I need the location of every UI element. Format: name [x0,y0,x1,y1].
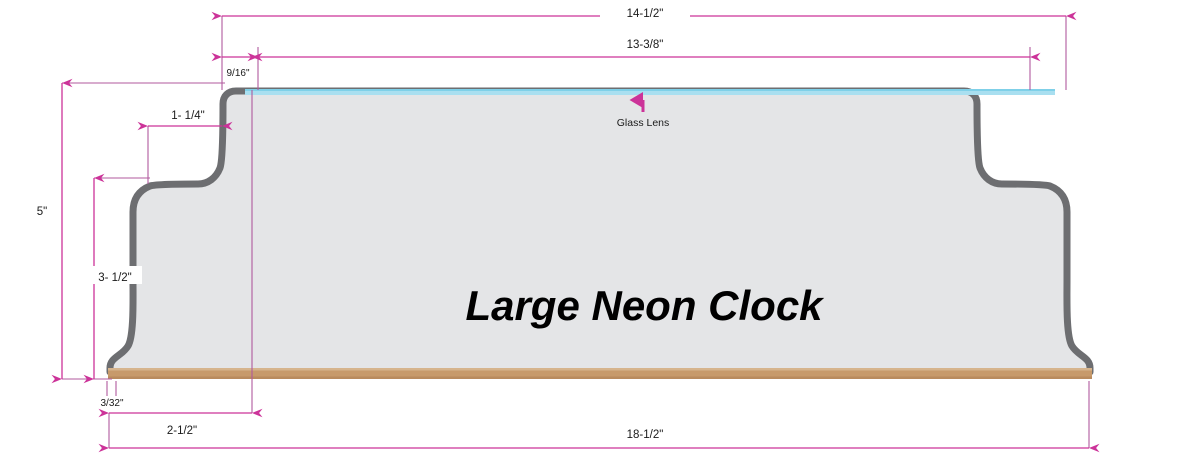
glass-lens-highlight [245,89,1055,91]
dim-label-185: 18-1/2" [627,429,664,441]
dim-label-bg-13 [602,35,688,52]
dim-label-bg-14 [600,4,690,21]
dimension-base-thickness: 3/32" [100,381,124,409]
dimension-overall-height: 5" [30,78,225,384]
page-title: Large Neon Clock [465,282,825,329]
clock-body [106,87,1094,376]
dimension-overall-top-width: 14-1/2" [211,4,1077,90]
glass-lens-band [245,89,1055,95]
wood-base [108,368,1092,379]
dim-label-35: 3- 1/2" [98,272,132,284]
wood-base-bottom-edge [108,376,1092,379]
dim-label-bg-185 [600,424,690,442]
dim-label-bg-35 [88,266,142,284]
dimension-lens-width: 13-3/8" [247,35,1041,90]
body-silhouette [106,87,1094,376]
dim-label-916: 9/16" [226,68,249,79]
dim-label-bg-5 [30,200,56,218]
dimension-upper-step-width: 1- 1/4" [137,110,233,184]
dimension-overall-bottom-width: 18-1/2" [98,381,1100,453]
dim-label-332: 3/32" [100,398,123,409]
dimension-top-lip-offset: 9/16" [211,52,263,79]
wood-base-plank [108,368,1092,379]
dim-label-25: 2-1/2" [167,425,197,437]
callout-glass-lens: Glass Lens [617,92,670,129]
dimension-lower-body-height: 3- 1/2" [83,173,150,384]
dimension-side-depth: 2-1/2" [98,90,263,448]
dim-label-14: 14-1/2" [627,8,664,20]
dim-label-114: 1- 1/4" [171,110,205,122]
dim-label-13: 13-3/8" [627,39,664,51]
glass-lens [245,89,1055,95]
wood-base-top-edge [108,368,1092,371]
dim-label-5: 5" [37,206,47,218]
glass-lens-label: Glass Lens [617,117,670,129]
